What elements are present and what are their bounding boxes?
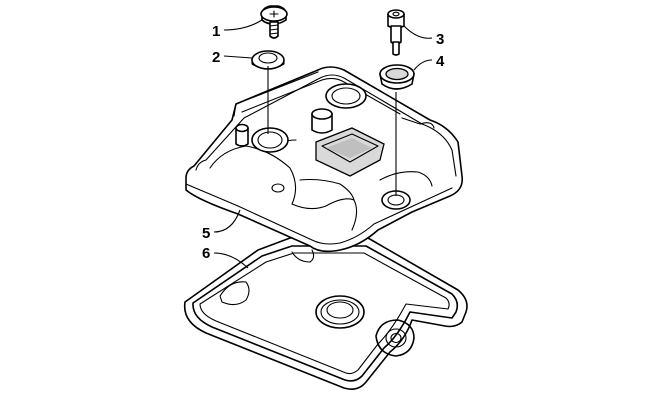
callout-1: 1 <box>212 23 220 40</box>
callout-5: 5 <box>202 225 210 242</box>
cover-gasket <box>183 237 468 390</box>
valve-cover <box>185 66 464 253</box>
flange-bolt <box>260 5 288 39</box>
grommet <box>379 64 415 90</box>
callout-6: 6 <box>202 245 210 262</box>
shoulder-bolt <box>387 9 405 56</box>
callout-4: 4 <box>436 53 445 70</box>
alignment-lines <box>267 66 397 196</box>
callout-3: 3 <box>436 31 444 48</box>
callout-2: 2 <box>212 49 220 66</box>
leader-lines <box>213 19 433 269</box>
callout-labels: 1 2 3 4 5 6 <box>202 23 445 262</box>
